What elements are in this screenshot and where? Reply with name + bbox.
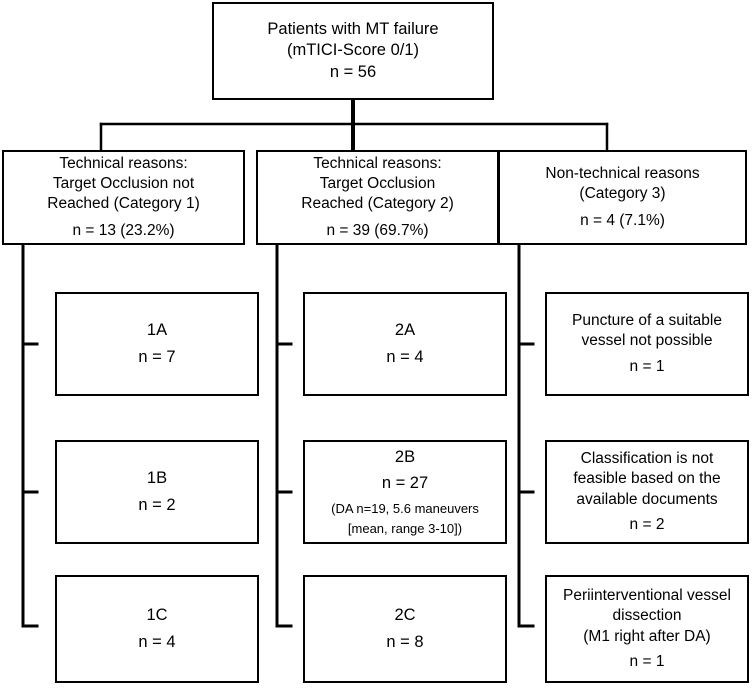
node-1C-count: n = 4: [138, 632, 176, 651]
node-category-3: Non-technical reasons (Category 3) n = 4…: [498, 150, 747, 245]
node-1B-count: n = 2: [138, 495, 176, 514]
category-2-count: n = 39 (69.7%): [326, 222, 429, 240]
reason-dissection-count: n = 1: [629, 652, 665, 670]
category-3-line-2: (Category 3): [579, 184, 666, 202]
reason-dissection-line-2: dissection: [612, 607, 682, 625]
category-1-line-2: Target Occlusion not: [52, 174, 195, 192]
reason-classification-count: n = 2: [629, 515, 665, 533]
node-2C-label: 2C: [394, 606, 416, 625]
node-1A: 1A n = 7: [55, 292, 259, 396]
category-1-count: n = 13 (23.2%): [72, 222, 175, 240]
node-2A-count: n = 4: [386, 347, 424, 366]
node-2B-count: n = 27: [381, 474, 429, 493]
node-2B: 2B n = 27 (DA n=19, 5.6 maneuvers [mean,…: [303, 440, 507, 544]
category-1-line-1: Technical reasons:: [59, 154, 188, 172]
reason-dissection-line-3: (M1 right after DA): [583, 627, 711, 645]
node-2A: 2A n = 4: [303, 292, 507, 396]
category-2-line-2: Target Occlusion: [319, 174, 436, 192]
node-reason-dissection: Periinterventional vessel dissection (M1…: [545, 575, 749, 683]
reason-classification-line-2: feasible based on the: [573, 470, 721, 488]
node-category-1: Technical reasons: Target Occlusion not …: [2, 150, 245, 245]
reason-classification-line-3: available documents: [576, 490, 718, 508]
reason-puncture-line-2: vessel not possible: [581, 332, 713, 350]
reason-classification-line-1: Classification is not: [580, 450, 714, 468]
node-2B-label: 2B: [394, 447, 416, 466]
node-1C: 1C n = 4: [55, 575, 259, 683]
category-3-count: n = 4 (7.1%): [580, 212, 665, 230]
node-1B-label: 1B: [146, 469, 168, 488]
category-1-line-3: Reached (Category 1): [47, 195, 200, 212]
node-root: Patients with MT failure (mTICI-Score 0/…: [212, 2, 494, 100]
reason-dissection-line-1: Periinterventional vessel: [562, 587, 731, 605]
category-2-line-1: Technical reasons:: [313, 154, 442, 172]
node-2A-label: 2A: [394, 321, 416, 340]
node-2C-count: n = 8: [386, 632, 424, 651]
reason-puncture-line-1: Puncture of a suitable: [572, 312, 722, 330]
node-1A-count: n = 7: [138, 347, 176, 366]
node-1C-label: 1C: [146, 606, 168, 625]
node-1A-label: 1A: [146, 321, 168, 340]
node-2B-detail-2: [mean, range 3-10]): [347, 520, 463, 536]
category-3-line-1: Non-technical reasons: [545, 164, 700, 182]
node-category-2: Technical reasons: Target Occlusion Reac…: [256, 150, 499, 245]
node-reason-classification: Classification is not feasible based on …: [545, 440, 749, 544]
node-2B-detail-1: (DA n=19, 5.6 maneuvers: [331, 500, 479, 516]
category-2-line-3: Reached (Category 2): [301, 195, 454, 212]
root-title: Patients with MT failure: [267, 19, 439, 38]
node-1B: 1B n = 2: [55, 440, 259, 544]
node-2C: 2C n = 8: [303, 575, 507, 683]
reason-puncture-count: n = 1: [629, 357, 665, 375]
root-count: n = 56: [329, 62, 377, 81]
root-subtitle: (mTICI-Score 0/1): [286, 41, 420, 60]
node-reason-puncture: Puncture of a suitable vessel not possib…: [545, 292, 749, 396]
